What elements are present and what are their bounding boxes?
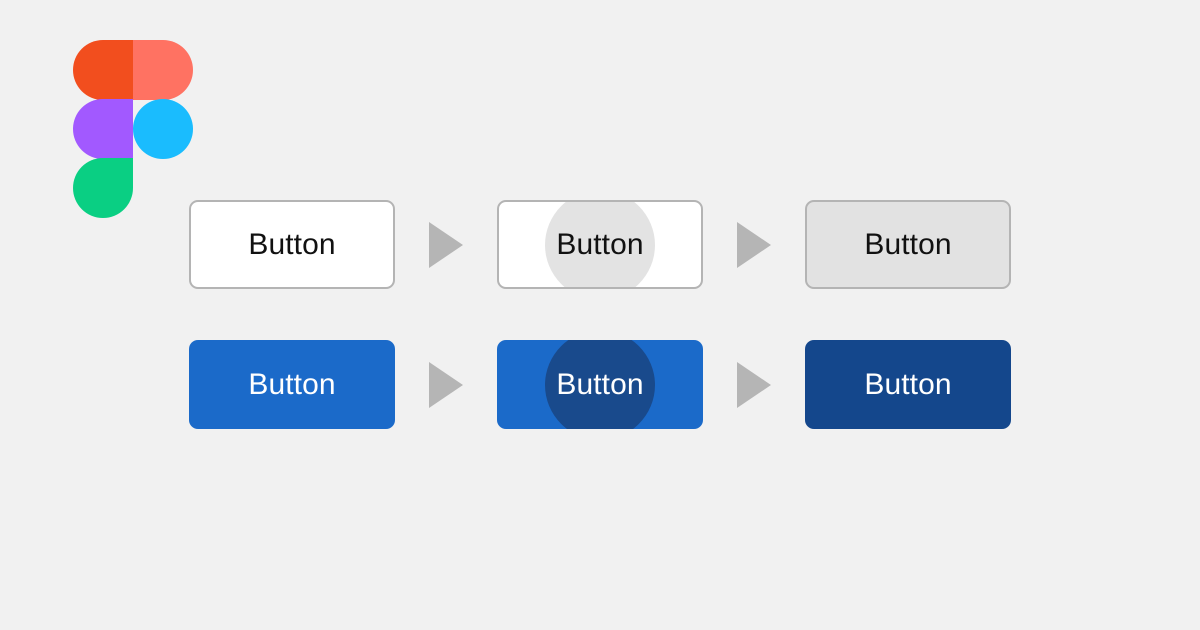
button-label: Button bbox=[864, 367, 952, 401]
state-transition-arrow-2 bbox=[703, 200, 805, 289]
figma-logo-shape-middle-left bbox=[73, 99, 133, 159]
figma-logo-shape-middle-right bbox=[133, 99, 193, 159]
outlined-button-pressed[interactable]: Button bbox=[805, 200, 1011, 289]
state-transition-arrow-4 bbox=[703, 340, 805, 429]
button-label: Button bbox=[556, 367, 644, 401]
ripple-overlay bbox=[545, 340, 655, 429]
button-label: Button bbox=[248, 367, 336, 401]
filled-button-default[interactable]: Button bbox=[189, 340, 395, 429]
play-triangle-right-icon bbox=[429, 361, 463, 408]
figma-logo-shape-top-right bbox=[133, 40, 193, 100]
play-triangle-right-icon bbox=[429, 221, 463, 268]
ripple-overlay bbox=[545, 202, 655, 287]
filled-button-pressed[interactable]: Button bbox=[805, 340, 1011, 429]
outlined-button-states-row: Button Button Button bbox=[189, 200, 1011, 289]
play-triangle-right-icon bbox=[737, 221, 771, 268]
button-label: Button bbox=[248, 227, 336, 261]
state-transition-arrow-1 bbox=[395, 200, 497, 289]
figma-logo-shape-bottom-left bbox=[73, 158, 133, 218]
play-triangle-right-icon bbox=[737, 361, 771, 408]
figma-logo bbox=[73, 40, 193, 218]
figma-logo-shape-top-left bbox=[73, 40, 133, 100]
outlined-button-ripple[interactable]: Button bbox=[497, 200, 703, 289]
state-transition-arrow-3 bbox=[395, 340, 497, 429]
outlined-button-default[interactable]: Button bbox=[189, 200, 395, 289]
button-label: Button bbox=[864, 227, 952, 261]
filled-button-states-row: Button Button Button bbox=[189, 340, 1011, 429]
button-label: Button bbox=[556, 227, 644, 261]
filled-button-ripple[interactable]: Button bbox=[497, 340, 703, 429]
